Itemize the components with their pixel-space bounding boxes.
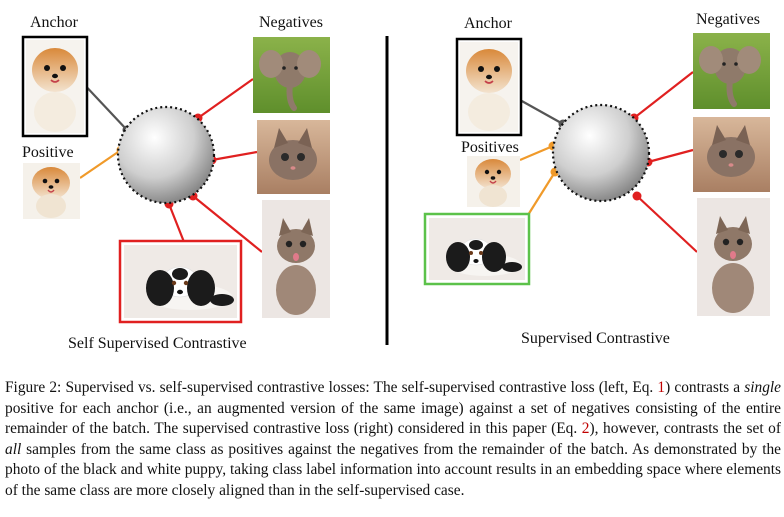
figure-caption: Figure 2: Supervised vs. self-supervised… (5, 378, 781, 502)
negative-image-kitten-sitting (262, 200, 330, 318)
caption-emphasis: single (744, 379, 781, 396)
positive-image-dog (423, 212, 531, 286)
figure-illustration: Anchor Negatives Positive Self Supervise… (21, 11, 770, 352)
negative-image-kitten (693, 117, 770, 192)
right-panel: Anchor Negatives Positives Supervised Co… (423, 11, 770, 347)
left-panel: Anchor Negatives Positive Self Supervise… (21, 14, 330, 352)
caption-emphasis: all (5, 440, 22, 458)
positive-link (79, 149, 122, 179)
anchor-image (21, 35, 89, 138)
negative-link-dog (167, 203, 186, 243)
positive-image (467, 156, 520, 207)
left-anchor-label: Anchor (30, 14, 79, 31)
right-anchor-label: Anchor (464, 15, 513, 32)
negative-link-kitten (211, 150, 258, 162)
caption-text: ) contrasts a (665, 379, 745, 396)
anchor-link (519, 99, 564, 125)
left-panel-title: Self Supervised Contrastive (68, 335, 247, 352)
equation-ref-link[interactable]: 1 (657, 379, 666, 396)
positive-link-dog (527, 171, 556, 216)
right-negatives-label: Negatives (696, 11, 760, 28)
negative-link-elephant (197, 78, 254, 119)
equation-ref-link[interactable]: 2 (581, 420, 590, 438)
embedding-sphere (116, 105, 216, 205)
negative-link-kitten (647, 148, 694, 164)
caption-text: Figure 2: Supervised vs. self-supervised… (5, 379, 658, 396)
negative-image-elephant (693, 33, 770, 109)
negative-link-elephant (633, 71, 694, 119)
embedding-sphere (551, 103, 651, 203)
left-positive-label: Positive (22, 144, 74, 161)
negative-image-kitten-sitting (697, 198, 770, 316)
positive-link (519, 144, 554, 162)
right-panel-title: Supervised Contrastive (521, 330, 670, 347)
caption-text: samples from the same class as positives… (5, 440, 781, 499)
left-negatives-label: Negatives (259, 14, 323, 31)
negative-image-kitten (257, 120, 330, 194)
negative-image-dog (118, 239, 243, 324)
negative-image-elephant (253, 37, 330, 113)
anchor-image (455, 37, 523, 137)
caption-text: positive for each anchor (i.e., an augme… (5, 399, 781, 438)
right-positives-label: Positives (461, 139, 519, 156)
positive-image (23, 163, 80, 219)
caption-text: ), however, contrasts the set of (589, 420, 781, 438)
negative-link-kitten2 (192, 195, 263, 253)
negative-link-dot (632, 191, 642, 201)
figure-2: Anchor Negatives Positive Self Supervise… (21, 11, 770, 352)
negative-link-kitten2 (636, 195, 698, 253)
